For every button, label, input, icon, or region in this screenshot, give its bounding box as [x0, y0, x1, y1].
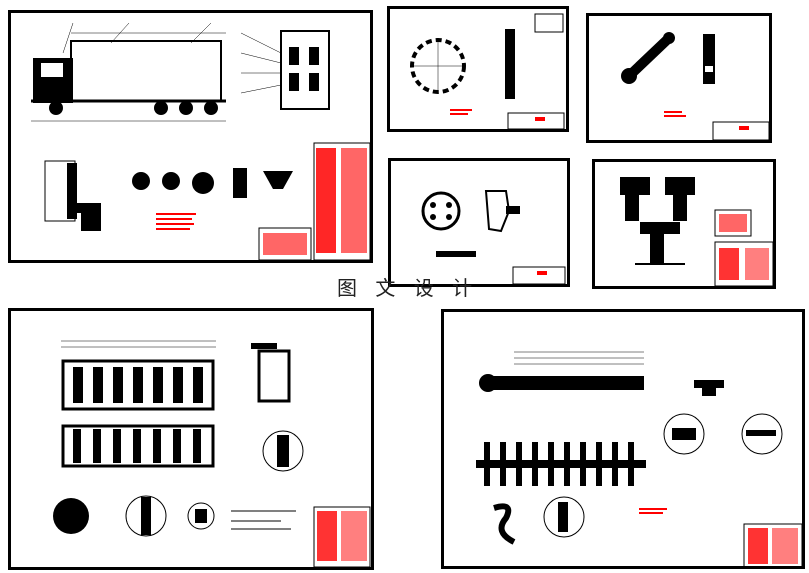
frame-assembly-drawing	[53, 340, 371, 568]
sheet-shaft-assembly	[441, 309, 805, 569]
shaft-assembly-drawing	[476, 351, 803, 569]
link-part-drawing	[621, 32, 770, 141]
caption-text: 图 文 设 计	[337, 276, 479, 300]
sheet-mechanism	[592, 159, 776, 289]
sheet-truck-assembly	[8, 10, 373, 263]
truck-drawing	[31, 22, 371, 261]
sheet-link-part	[586, 13, 772, 143]
small-ring-drawing	[421, 190, 566, 285]
sheet-circular-part	[387, 6, 569, 132]
sheet-frame-assembly	[8, 308, 374, 570]
sheet-small-ring	[388, 158, 570, 287]
mechanism-drawing	[620, 177, 774, 287]
circular-part-drawing	[410, 13, 565, 130]
